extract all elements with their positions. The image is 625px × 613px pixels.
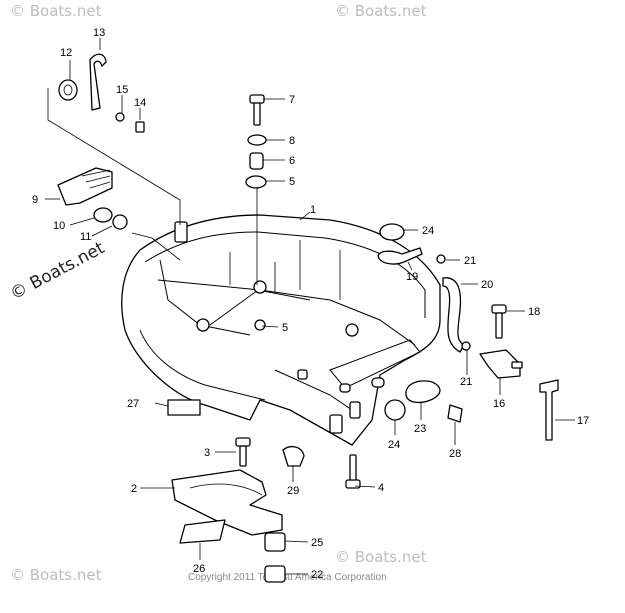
callout-17: 17: [577, 415, 589, 427]
callout-5-top: 5: [289, 176, 295, 188]
callout-12: 12: [60, 47, 72, 59]
callout-16: 16: [493, 398, 505, 410]
callout-2: 2: [131, 483, 137, 495]
copyright-text: Copyright 2011 Tohatsu America Corporati…: [188, 572, 387, 583]
callout-10: 10: [53, 220, 65, 232]
callout-29: 29: [287, 485, 299, 497]
callout-4: 4: [378, 482, 384, 494]
callout-28: 28: [449, 448, 461, 460]
callout-18: 18: [528, 306, 540, 318]
watermark-top-right: © Boats.net: [335, 2, 427, 20]
watermark-bottom-right: © Boats.net: [335, 548, 427, 566]
leader-lines: [45, 38, 575, 575]
parts-top-center-stack: [245, 94, 267, 285]
callout-14: 14: [134, 97, 146, 109]
callout-1: 1: [310, 204, 316, 216]
callout-15: 15: [116, 84, 128, 96]
parts-right: [377, 223, 559, 441]
callout-25: 25: [311, 537, 323, 549]
callout-8: 8: [289, 135, 295, 147]
lower-cover: [121, 214, 441, 446]
callout-6: 6: [289, 155, 295, 167]
callout-13: 13: [93, 27, 105, 39]
watermark-bottom-left: © Boats.net: [10, 566, 102, 584]
callout-3: 3: [204, 447, 210, 459]
parts-bottom: [167, 399, 361, 583]
callout-24-bottom: 24: [388, 439, 400, 451]
callout-21-bottom: 21: [460, 376, 472, 388]
callout-27: 27: [127, 398, 139, 410]
callout-21-top: 21: [464, 255, 476, 267]
watermark-left-rotated: © Boats.net: [7, 238, 108, 305]
callouts: 12 13 15 14 7 8 6 5 1 9 10 11 5 24 21 19…: [32, 27, 589, 581]
callout-19: 19: [406, 271, 418, 283]
callout-5-center: 5: [282, 322, 288, 334]
callout-11: 11: [80, 231, 91, 243]
callout-22: 22: [311, 569, 323, 581]
callout-7: 7: [289, 94, 295, 106]
callout-20: 20: [481, 279, 493, 291]
callout-9: 9: [32, 194, 38, 206]
parts-upper-left: [47, 53, 181, 261]
callout-24-top: 24: [422, 225, 434, 237]
callout-26: 26: [193, 563, 205, 575]
watermark-top-left: © Boats.net: [10, 2, 102, 20]
callout-23: 23: [414, 423, 426, 435]
